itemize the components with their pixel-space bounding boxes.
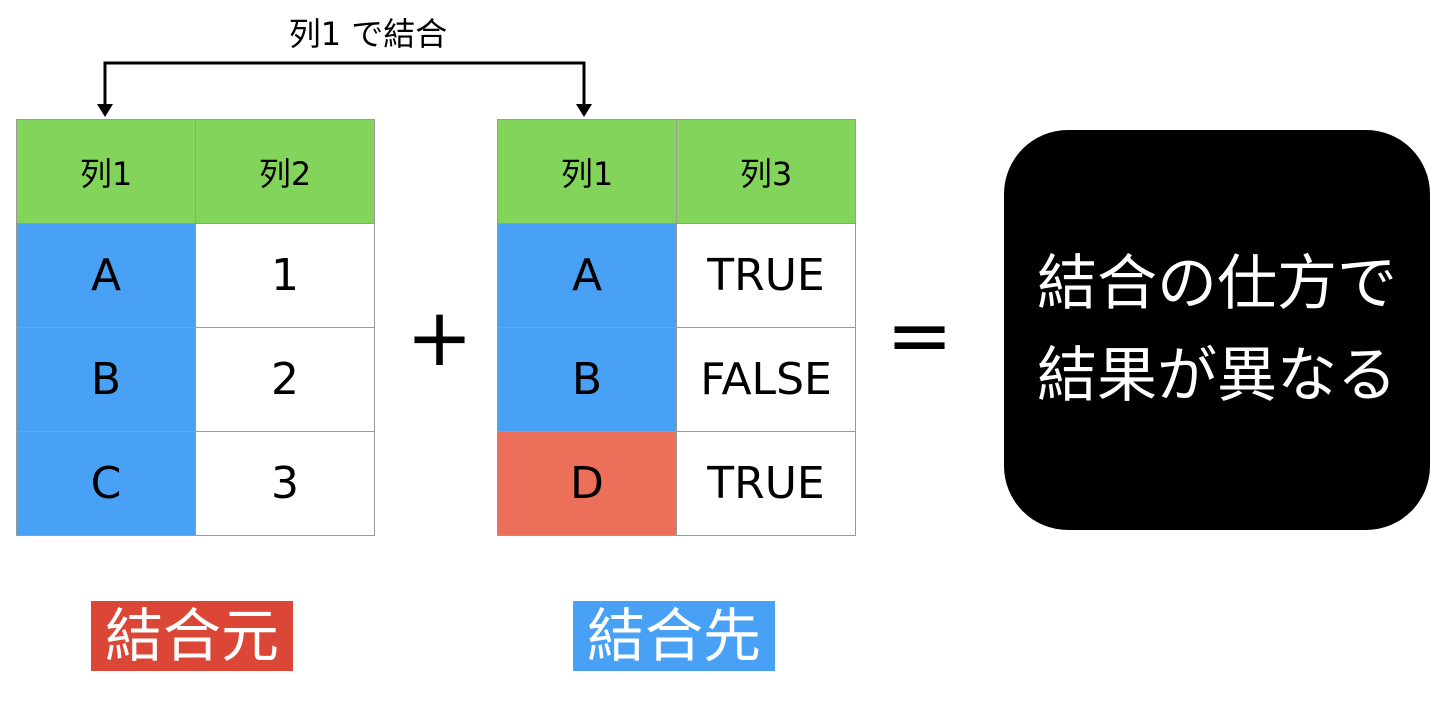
table-row: A TRUE xyxy=(497,223,856,328)
value-cell: 1 xyxy=(195,223,375,328)
value-cell: TRUE xyxy=(676,223,856,328)
table-row: C 3 xyxy=(16,431,375,536)
arrowhead-right xyxy=(576,104,592,117)
key-cell-unmatched: D xyxy=(497,431,677,536)
key-cell: A xyxy=(16,223,196,328)
key-cell: C xyxy=(16,431,196,536)
value-cell: FALSE xyxy=(676,327,856,432)
result-callout: 結合の仕方で 結果が異なる xyxy=(1004,130,1430,530)
arrowhead-left xyxy=(97,104,113,117)
header-cell: 列2 xyxy=(195,119,375,224)
key-cell: B xyxy=(16,327,196,432)
plus-operator: + xyxy=(406,291,474,384)
table-row: D TRUE xyxy=(497,431,856,536)
connector-line xyxy=(103,61,586,105)
value-cell: 3 xyxy=(195,431,375,536)
source-table-label: 結合元 xyxy=(91,601,294,671)
table-header-row: 列1 列3 xyxy=(497,119,856,224)
header-cell: 列3 xyxy=(676,119,856,224)
header-cell: 列1 xyxy=(497,119,677,224)
join-key-label: 列1 で結合 xyxy=(288,15,448,53)
table-row: B 2 xyxy=(16,327,375,432)
equals-operator: = xyxy=(886,289,954,382)
key-cell: A xyxy=(497,223,677,328)
source-table: 列1 列2 A 1 B 2 C 3 xyxy=(16,119,375,536)
table-row: B FALSE xyxy=(497,327,856,432)
result-text-line: 結果が異なる xyxy=(1037,341,1397,411)
value-cell: 2 xyxy=(195,327,375,432)
table-row: A 1 xyxy=(16,223,375,328)
table-header-row: 列1 列2 xyxy=(16,119,375,224)
value-cell: TRUE xyxy=(676,431,856,536)
target-table-label: 結合先 xyxy=(573,601,776,671)
key-cell: B xyxy=(497,327,677,432)
result-text-line: 結合の仕方で xyxy=(1037,249,1397,319)
header-cell: 列1 xyxy=(16,119,196,224)
target-table: 列1 列3 A TRUE B FALSE D TRUE xyxy=(497,119,856,536)
